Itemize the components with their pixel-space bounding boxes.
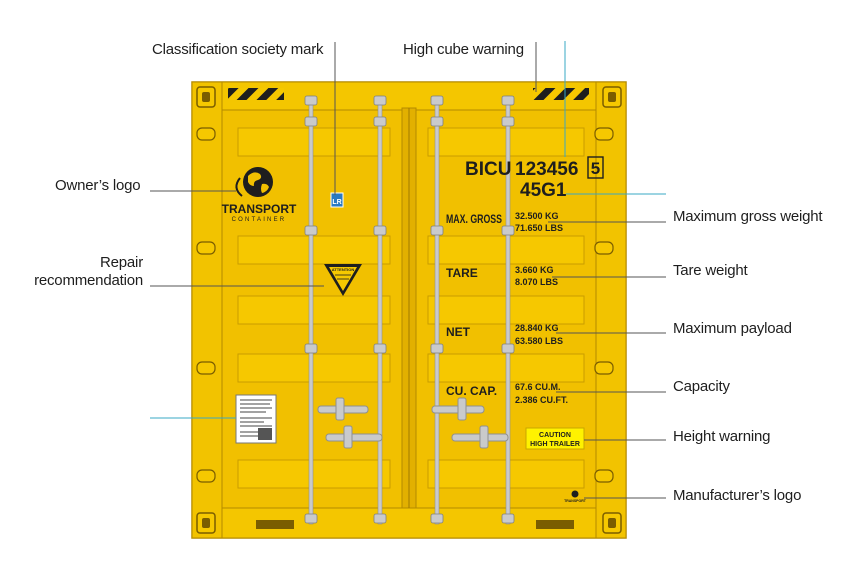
label-manufacturers-logo: Manufacturer’s logo (673, 487, 802, 504)
type-code: 45G1 (520, 180, 567, 201)
cucap-label: CU. CAP. (446, 384, 497, 398)
rod-bracket (304, 116, 318, 127)
repair-plate (235, 394, 277, 444)
corrugation-band (237, 295, 391, 325)
owner-code: BICU (465, 159, 511, 180)
rod-bracket (430, 95, 444, 106)
check-digit: 5 (591, 159, 600, 178)
logo-sub-text: CONTAINER (232, 217, 287, 223)
owner-logo: TRANSPORT CONTAINER (222, 167, 297, 223)
locking-rod (377, 95, 383, 525)
max-gross-kg: 32.500 KG (515, 211, 559, 221)
caution-line-2: HIGH TRAILER (530, 441, 580, 448)
rod-bracket (430, 116, 444, 127)
rod-bracket (304, 343, 318, 354)
rod-bracket (430, 513, 444, 524)
net-label: NET (446, 325, 471, 339)
rod-bracket (501, 513, 515, 524)
caution-sticker (525, 427, 585, 450)
rod-bracket (304, 225, 318, 236)
cucap-ft: 2.386 CU.FT. (515, 395, 568, 405)
classification-mark: LR (332, 199, 341, 206)
label-classification-society-mark: Classification society mark (152, 41, 324, 58)
net-kg: 28.840 KG (515, 323, 559, 333)
door-hinges (196, 127, 614, 483)
tare-label: TARE (446, 266, 478, 280)
caution-line-1: CAUTION (539, 432, 571, 439)
door-handles (317, 397, 509, 449)
corrugation-band (237, 459, 391, 489)
rod-bracket (430, 225, 444, 236)
rod-bracket (304, 513, 318, 524)
label-repair-line-2: recommendation (34, 272, 143, 289)
label-tare-weight: Tare weight (673, 262, 748, 279)
locking-rods (304, 95, 515, 525)
rod-bracket (373, 95, 387, 106)
net-lbs: 63.580 LBS (515, 336, 563, 346)
rod-bracket (501, 225, 515, 236)
rod-bracket (304, 95, 318, 106)
check-digit-box (587, 156, 604, 179)
label-height-warning: Height warning (673, 428, 771, 445)
high-cube-stripe-right (533, 88, 589, 100)
rod-bracket (373, 343, 387, 354)
rod-bracket (373, 116, 387, 127)
locking-rod (434, 95, 440, 525)
locking-rod (308, 95, 314, 525)
corrugation-band (237, 235, 391, 265)
rod-bracket (430, 343, 444, 354)
label-owners-logo: Owner’s logo (55, 177, 141, 194)
max-gross-label: MAX. GROSS (446, 212, 502, 226)
rod-bracket (501, 95, 515, 106)
forklift-slot-right (536, 520, 574, 529)
tare-kg: 3.660 KG (515, 265, 554, 275)
tare-lbs: 8.070 LBS (515, 277, 558, 287)
rod-bracket (373, 225, 387, 236)
serial-number: 123456 (515, 159, 578, 180)
label-repair-line-1: Repair (100, 254, 143, 271)
forklift-slot-left (256, 520, 294, 529)
classification-mark-box (330, 192, 344, 208)
label-maximum-gross-weight: Maximum gross weight (673, 208, 823, 225)
label-capacity: Capacity (673, 378, 730, 395)
attention-text: ATTENTION (332, 267, 355, 272)
logo-main-text: TRANSPORT (222, 202, 297, 216)
label-high-cube-warning: High cube warning (403, 41, 524, 58)
globe-icon (243, 167, 273, 197)
high-cube-stripe-left (228, 88, 284, 100)
manufacturer-logo-icon (571, 490, 579, 498)
cucap-m: 67.6 CU.M. (515, 382, 561, 392)
rod-bracket (501, 116, 515, 127)
manufacturer-logo-text: TRANSPORT (564, 499, 587, 503)
corrugation-band (237, 127, 391, 157)
rod-bracket (373, 513, 387, 524)
attention-sign: ATTENTION (324, 264, 362, 296)
corrugation-band (237, 353, 391, 383)
left-post (191, 81, 223, 539)
rod-bracket (501, 343, 515, 354)
label-maximum-payload: Maximum payload (673, 320, 792, 337)
right-post (595, 81, 627, 539)
max-gross-lbs: 71.650 LBS (515, 223, 563, 233)
